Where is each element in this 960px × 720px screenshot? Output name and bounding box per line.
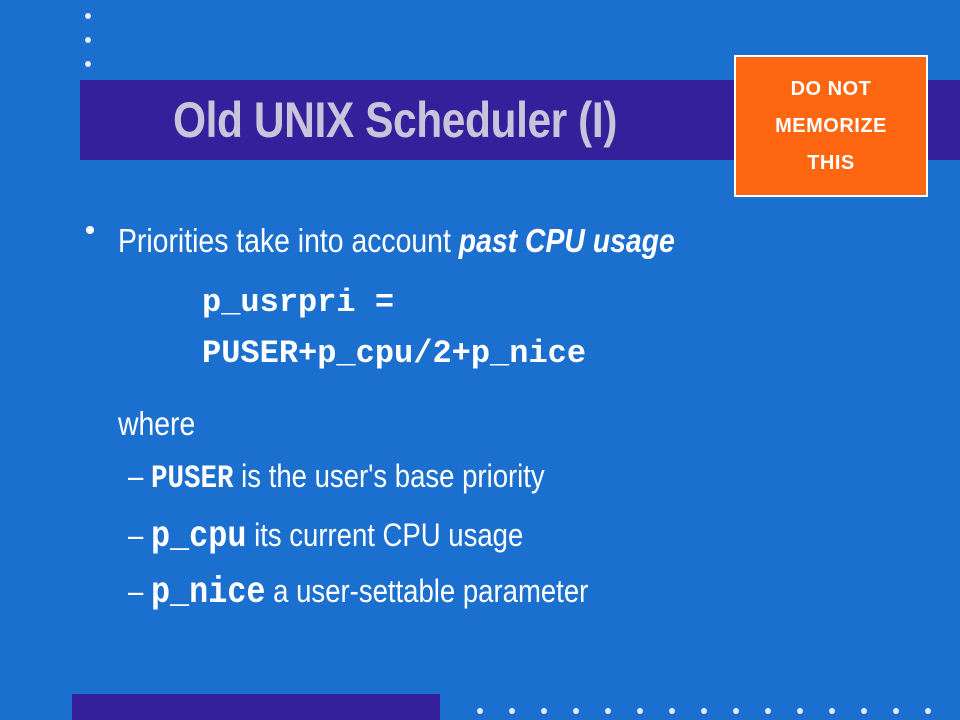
- decor-dot: [925, 708, 931, 714]
- code-p-nice: p_nice: [150, 572, 266, 614]
- decor-dot: [509, 708, 515, 714]
- bullet-emphasis: past CPU usage: [458, 222, 675, 259]
- do-not-memorize-stamp: DO NOT MEMORIZE THIS: [734, 55, 928, 197]
- decor-dot: [605, 708, 611, 714]
- sub-item-p-nice: – p_nice a user-settable parameter: [128, 572, 663, 614]
- sub-item-p-cpu: – p_cpu its current CPU usage: [128, 516, 588, 558]
- sub-item-text: its current CPU usage: [246, 517, 524, 553]
- decor-dot: [85, 13, 91, 19]
- bullet-text: Priorities take into account past CPU us…: [118, 222, 765, 260]
- decor-dot: [541, 708, 547, 714]
- decor-dot: [637, 708, 643, 714]
- decor-dot: [765, 708, 771, 714]
- decor-dot: [861, 708, 867, 714]
- decor-dot: [829, 708, 835, 714]
- bullet-dot: [86, 226, 94, 234]
- decor-dot: [85, 61, 91, 67]
- formula-line-2: PUSER+p_cpu/2+p_nice: [202, 335, 587, 372]
- slide-title: Old UNIX Scheduler (I): [172, 92, 618, 148]
- decor-dot: [701, 708, 707, 714]
- stamp-line-1: DO NOT: [790, 77, 872, 100]
- sub-item-dash: –: [128, 573, 144, 609]
- sub-item-puser: – PUSER is the user's base priority: [128, 458, 613, 497]
- decor-dot: [893, 708, 899, 714]
- decor-dot: [573, 708, 579, 714]
- sub-item-dash: –: [128, 517, 144, 553]
- decor-dot: [797, 708, 803, 714]
- sub-item-text: a user-settable parameter: [265, 573, 589, 609]
- decor-dot: [85, 37, 91, 43]
- bottom-band: [72, 694, 440, 720]
- code-p-cpu: p_cpu: [150, 516, 247, 558]
- where-label: where: [118, 405, 196, 442]
- stamp-line-2: MEMORIZE: [775, 114, 887, 137]
- decor-dot: [669, 708, 675, 714]
- decor-dot: [477, 708, 483, 714]
- code-puser: PUSER: [150, 460, 234, 497]
- formula-line-1: p_usrpri =: [202, 284, 395, 321]
- decor-dot: [733, 708, 739, 714]
- sub-item-dash: –: [128, 458, 144, 494]
- sub-item-text: is the user's base priority: [233, 458, 545, 494]
- bullet-plain-text: Priorities take into account: [118, 222, 459, 259]
- stamp-line-3: THIS: [807, 151, 855, 174]
